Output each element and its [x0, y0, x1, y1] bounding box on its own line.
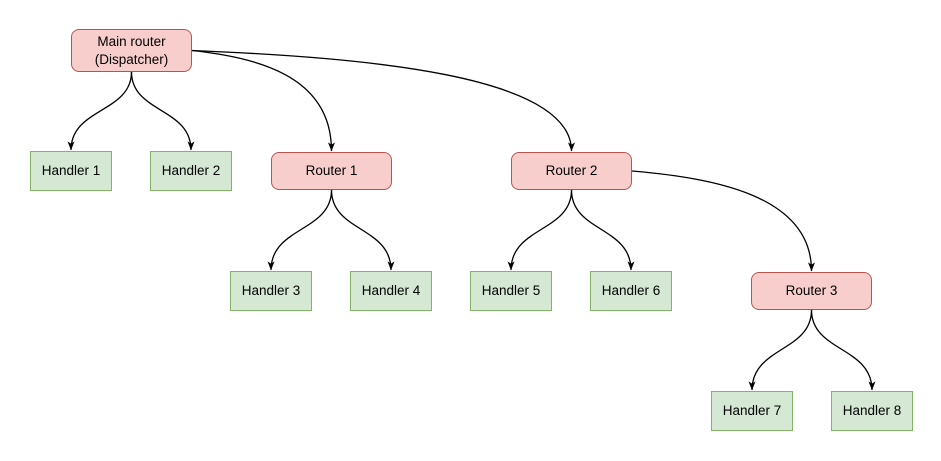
edge-router2-to-handler5 [507, 189, 573, 271]
node-handler2: Handler 2 [150, 151, 232, 191]
node-handler3: Handler 3 [230, 271, 312, 311]
edge-main-to-handler1 [67, 71, 133, 151]
node-router2: Router 2 [511, 152, 632, 190]
node-handler1: Handler 1 [30, 151, 112, 191]
node-handler4: Handler 4 [350, 271, 432, 311]
node-handler5: Handler 5 [470, 271, 552, 311]
node-label-handler2: Handler 2 [161, 163, 221, 179]
edge-router2-to-router3 [631, 170, 815, 272]
node-label-handler5: Handler 5 [481, 283, 541, 299]
node-label-handler4: Handler 4 [361, 283, 421, 299]
node-label-main: Main router (Dispatcher) [94, 34, 169, 67]
node-label-router1: Router 1 [305, 163, 358, 179]
edge-main-to-router2 [191, 49, 575, 152]
edge-main-to-router1 [191, 49, 335, 152]
node-label-handler8: Handler 8 [842, 403, 902, 419]
node-label-handler1: Handler 1 [41, 163, 101, 179]
edge-router1-to-handler3 [267, 189, 333, 271]
node-handler7: Handler 7 [711, 391, 793, 431]
edge-router3-to-handler8 [810, 309, 876, 391]
node-router1: Router 1 [271, 152, 392, 190]
node-label-handler7: Handler 7 [722, 403, 782, 419]
edge-router2-to-handler6 [570, 189, 635, 271]
node-main: Main router (Dispatcher) [71, 29, 192, 72]
edge-router3-to-handler7 [748, 309, 813, 391]
node-handler6: Handler 6 [590, 271, 672, 311]
node-label-router3: Router 3 [785, 283, 838, 299]
edge-router1-to-handler4 [330, 189, 395, 271]
node-label-handler6: Handler 6 [601, 283, 661, 299]
node-label-router2: Router 2 [545, 163, 598, 179]
node-handler8: Handler 8 [831, 391, 913, 431]
edge-main-to-handler2 [130, 71, 195, 151]
node-label-handler3: Handler 3 [241, 283, 301, 299]
node-router3: Router 3 [751, 272, 872, 310]
